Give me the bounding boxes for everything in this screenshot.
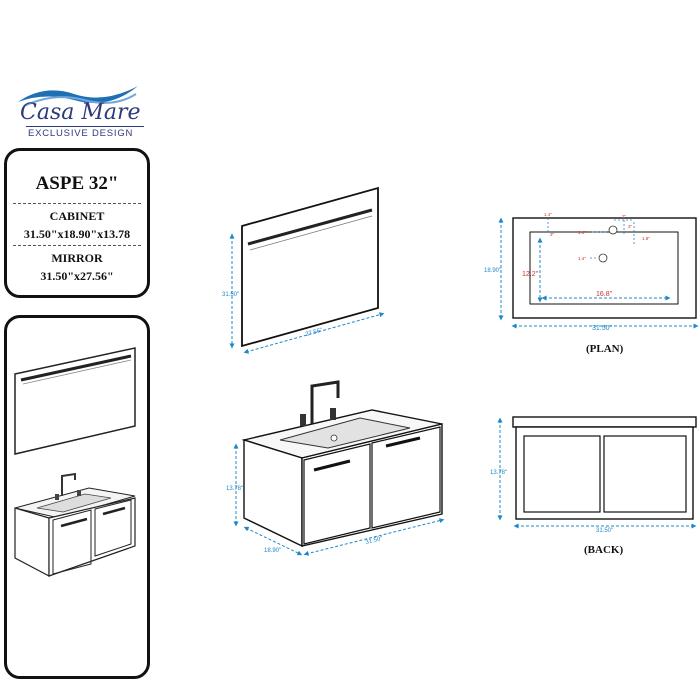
- product-thumbnail-card: [4, 315, 150, 679]
- cabinet-depth-label: 18.90": [264, 548, 281, 554]
- plan-caption: (PLAN): [586, 343, 624, 355]
- plan-drawing: 18.90" 12.2" 16.8" 31.50" 1.4" 3" 1.4" 2…: [484, 212, 699, 332]
- plan-dim-label: 2": [622, 214, 627, 219]
- back-caption: (BACK): [584, 544, 624, 556]
- plan-basin-depth-label: 12.2": [522, 271, 539, 278]
- brand-tagline: EXCLUSIVE DESIGN: [28, 128, 134, 139]
- back-width-label: 31.50": [596, 528, 613, 534]
- plan-dim-label: 1.4": [578, 230, 586, 235]
- back-height-label: 13.78": [490, 470, 507, 476]
- cabinet-dims: 31.50"x18.90"x13.78: [23, 227, 131, 241]
- mirror-height-label: 31.50": [222, 292, 239, 298]
- cabinet-width-label: 31.50": [365, 536, 383, 546]
- cabinet-height-label: 13.78": [226, 486, 243, 492]
- mirror-dims: 31.50"x27.56": [40, 269, 114, 283]
- plan-depth-label: 18.90": [484, 268, 501, 274]
- cabinet-label: CABINET: [49, 209, 105, 223]
- plan-dim-label: 1.8": [642, 236, 650, 241]
- divider: [13, 245, 141, 246]
- model-name: ASPE 32": [35, 173, 119, 194]
- cabinet-drawing: 13.78" 18.90" 31.50": [226, 380, 445, 556]
- plan-dim-label: 3": [550, 232, 555, 237]
- plan-basin-width-label: 16.8": [596, 291, 613, 298]
- brand-logo: Casa Mare EXCLUSIVE DESIGN: [14, 80, 144, 140]
- spec-card: ASPE 32" CABINET 31.50"x18.90"x13.78 MIR…: [4, 148, 150, 298]
- plan-width-label: 31.50": [592, 325, 613, 332]
- brand-name: Casa Mare: [20, 100, 141, 125]
- product-thumbnail-drawing: [14, 347, 136, 577]
- mirror-label: MIRROR: [51, 251, 103, 265]
- plan-dim-label: 1.4": [544, 212, 552, 217]
- divider: [13, 203, 141, 204]
- back-drawing: 13.78" 31.50": [490, 416, 697, 534]
- plan-dim-label: 1.4": [578, 256, 586, 261]
- brand-rule: [26, 126, 144, 127]
- mirror-drawing: 31.50" 27.56": [222, 186, 385, 354]
- mirror-width-label: 27.56": [305, 328, 323, 338]
- plan-dim-label: 3": [628, 224, 633, 229]
- wave-icon: [18, 86, 138, 107]
